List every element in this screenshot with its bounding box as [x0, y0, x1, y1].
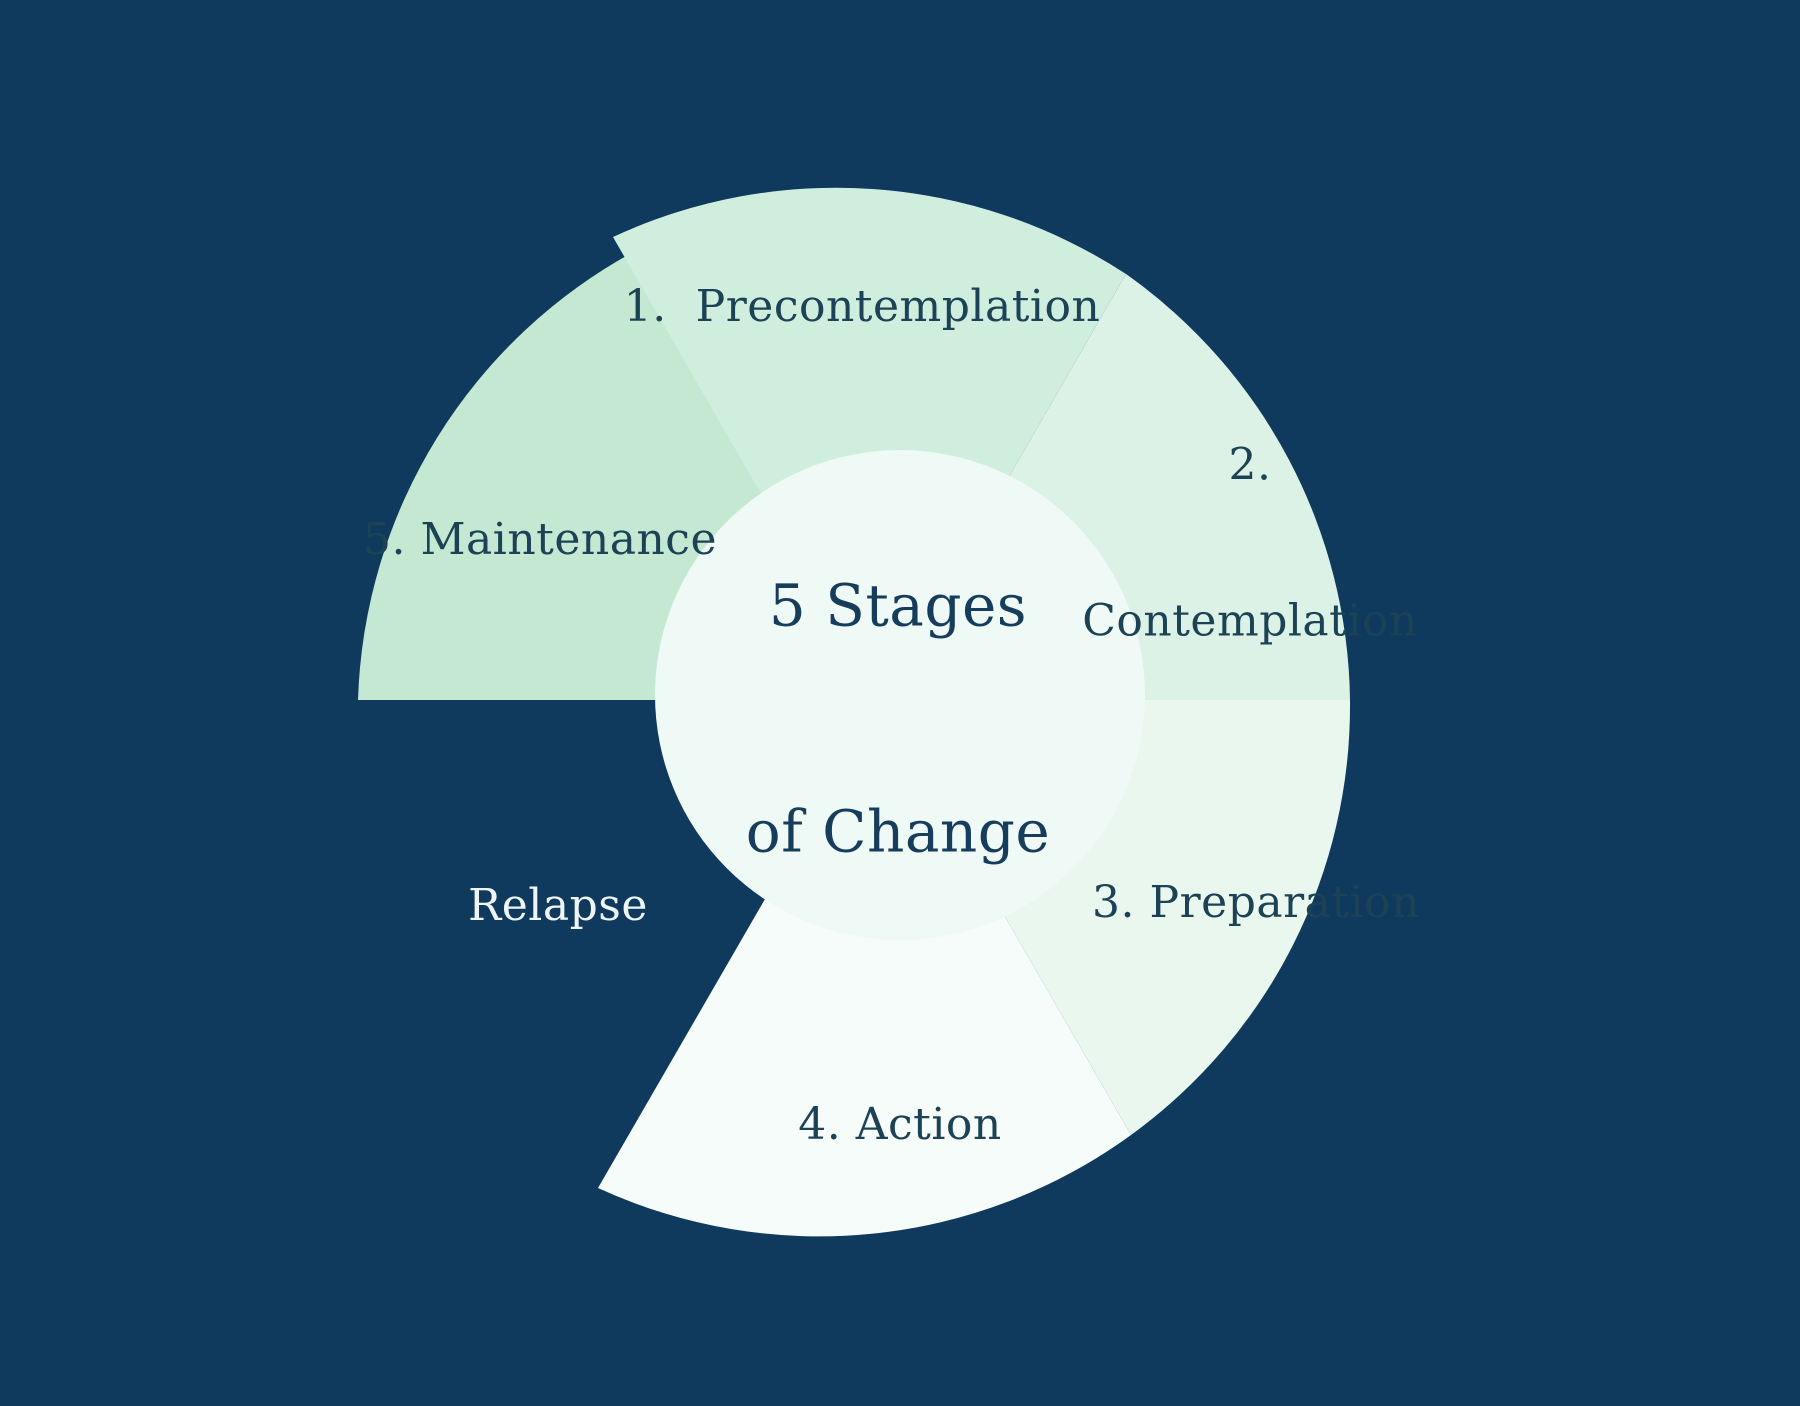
label-stage-5-maintenance: 5. Maintenance — [363, 514, 717, 566]
label-stage-3-preparation: 3. Preparation — [1092, 877, 1420, 929]
center-circle — [655, 450, 1145, 940]
label-stage-2-number: 2. — [1228, 439, 1272, 491]
diagram-title: 5 Stages of Change — [746, 417, 1050, 1020]
label-stage-2-name: Contemplation — [1082, 594, 1418, 646]
label-relapse: Relapse — [468, 880, 648, 932]
segment-action — [598, 700, 1131, 1237]
diagram-title-line-2: of Change — [745, 797, 1051, 866]
label-stage-1-precontemplation: 1. Precontemplation — [623, 281, 1101, 333]
diagram-title-line-1: 5 Stages — [768, 571, 1028, 640]
label-stage-2-contemplation: 2. Contemplation — [1082, 335, 1418, 750]
segment-precontemplation — [613, 187, 1126, 700]
label-stage-4-action: 4. Action — [798, 1099, 1002, 1151]
